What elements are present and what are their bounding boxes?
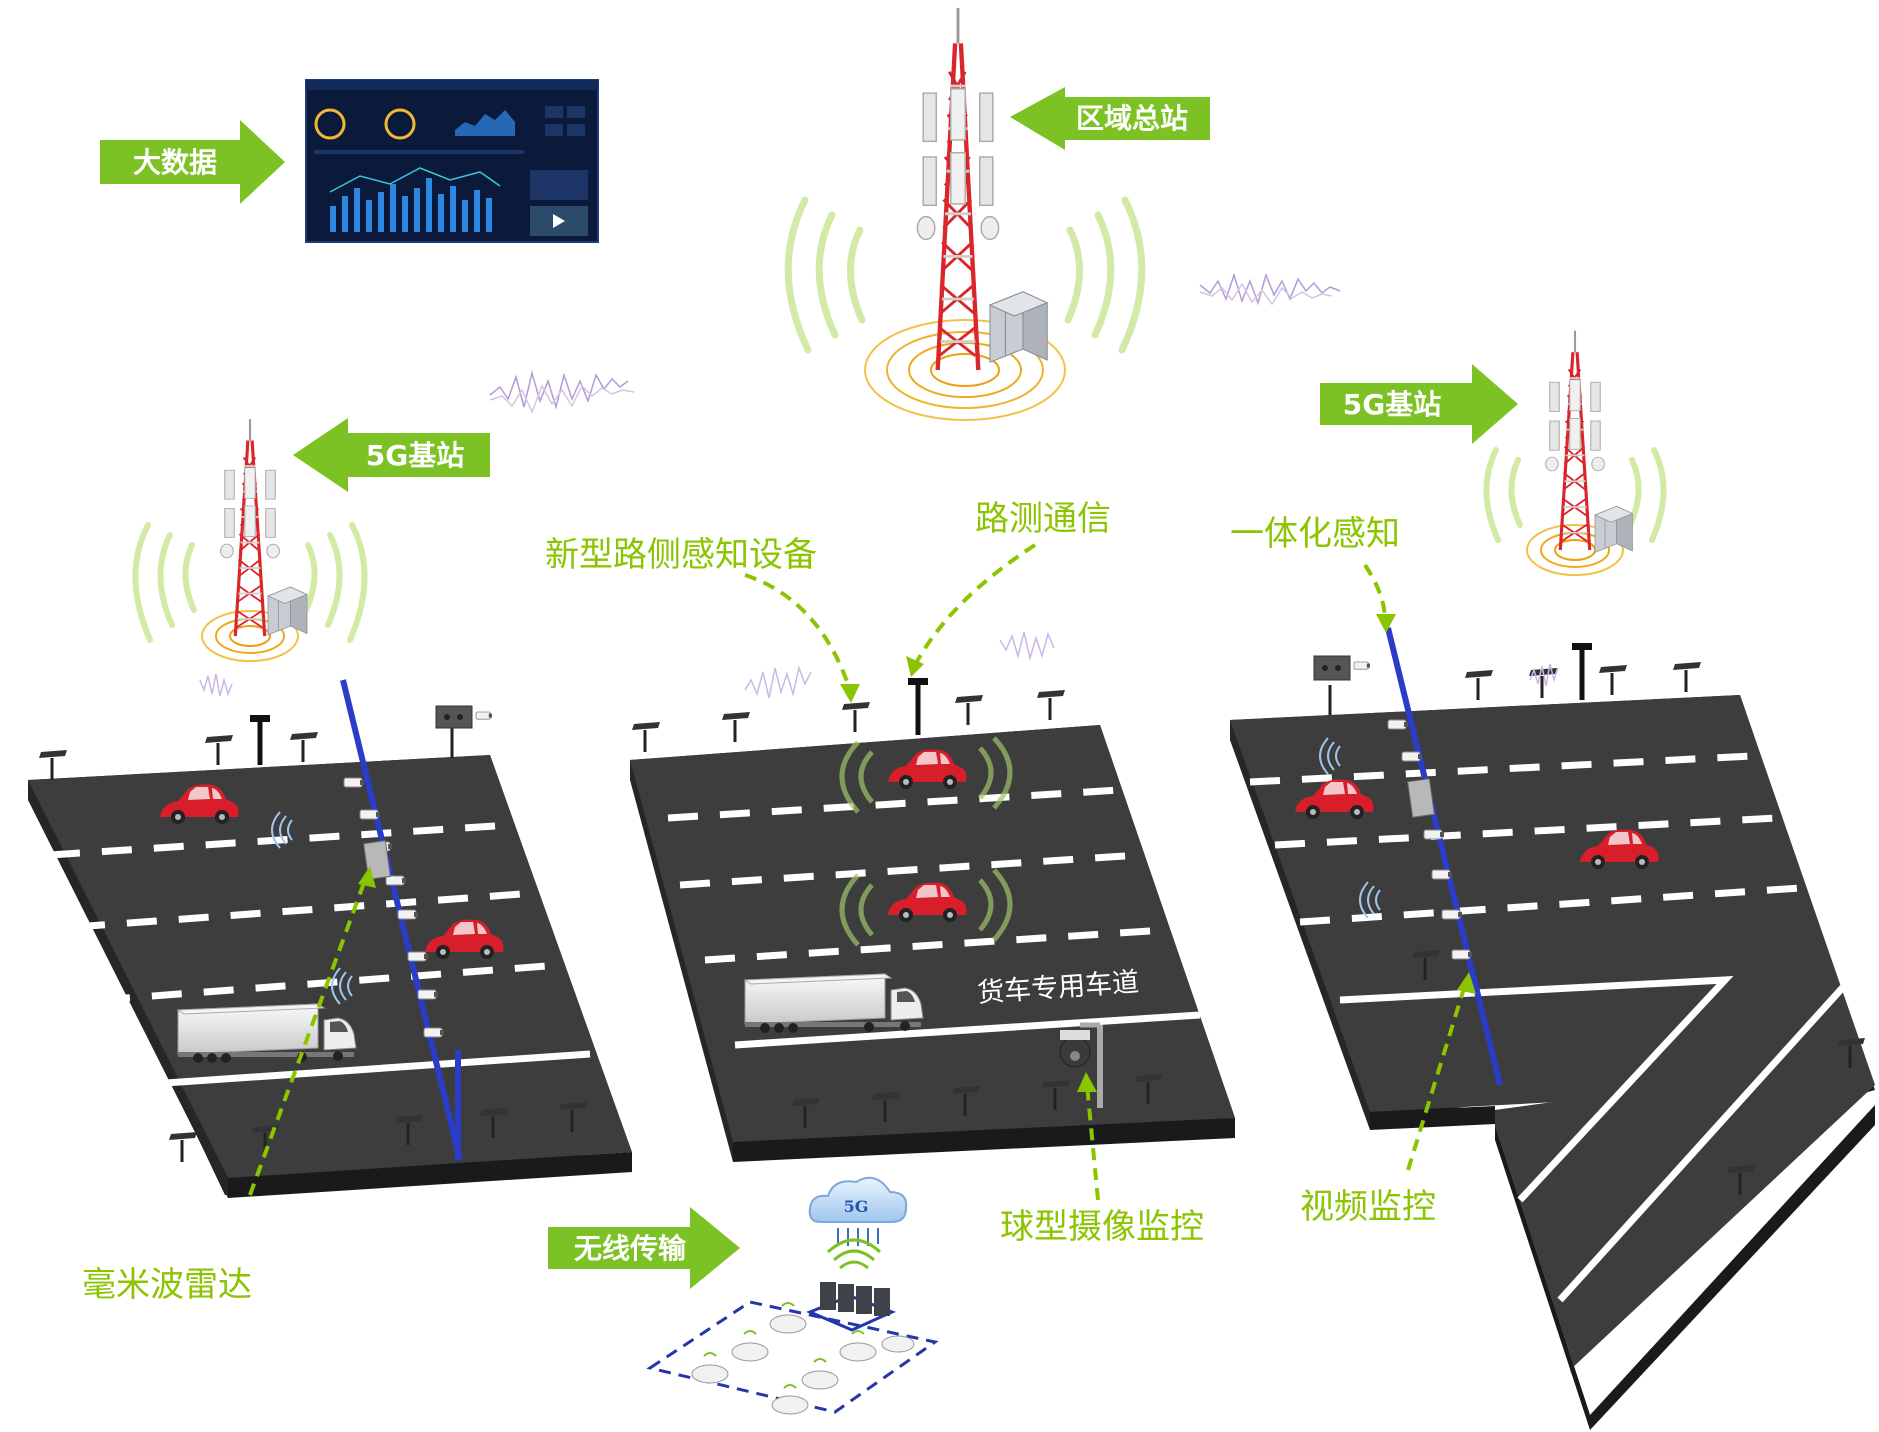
label-roadside-comm: 路测通信 bbox=[975, 499, 1111, 539]
svg-text:5G基站: 5G基站 bbox=[1343, 388, 1441, 421]
base-station-right bbox=[1483, 329, 1667, 576]
base-station-left bbox=[132, 417, 368, 697]
label-integrated-sensing: 一体化感知 bbox=[1230, 514, 1400, 554]
wireless-network: 5G bbox=[646, 1176, 939, 1415]
street-lamps-middle bbox=[630, 678, 1165, 1130]
label-dome-camera: 球型摄像监控 bbox=[1000, 1207, 1204, 1247]
regional-tower bbox=[784, 8, 1146, 421]
tag-regional-station: 区域总站 bbox=[1010, 87, 1210, 150]
cloud-icon: 5G bbox=[808, 1176, 908, 1246]
node-discs bbox=[691, 1314, 915, 1415]
dome-camera-icon bbox=[1059, 1022, 1103, 1108]
right-road-segment bbox=[1230, 627, 1875, 1430]
street-lamps-left bbox=[37, 715, 589, 1164]
svg-text:区域总站: 区域总站 bbox=[1076, 102, 1188, 135]
tag-base-station-left: 5G基站 bbox=[293, 418, 490, 492]
radar-wave-icon bbox=[271, 811, 353, 1005]
callout-arrows bbox=[248, 543, 1467, 1201]
radio-link-waves bbox=[489, 272, 1341, 414]
middle-road-segment: 货车专用车道 bbox=[630, 678, 1235, 1162]
svg-text:大数据: 大数据 bbox=[133, 146, 217, 179]
left-road-segment bbox=[28, 679, 632, 1198]
label-mmwave-radar: 毫米波雷达 bbox=[82, 1265, 252, 1305]
roadside-box-right bbox=[1313, 655, 1371, 715]
tag-base-station-right: 5G基站 bbox=[1320, 364, 1518, 444]
svg-text:无线传输: 无线传输 bbox=[574, 1232, 687, 1265]
wifi-icon bbox=[826, 1238, 882, 1270]
street-lamps-right bbox=[1410, 643, 1867, 1197]
tag-wireless: 无线传输 bbox=[548, 1207, 740, 1289]
callout-arrowheads bbox=[358, 614, 1476, 1092]
svg-text:5G基站: 5G基站 bbox=[366, 439, 464, 472]
cabinet-icon bbox=[989, 291, 1048, 363]
tag-big-data: 大数据 bbox=[100, 120, 285, 204]
label-new-roadside-devices: 新型路侧感知设备 bbox=[545, 535, 817, 575]
server-icon bbox=[820, 1282, 890, 1316]
big-data-dashboard bbox=[305, 79, 599, 243]
signal-wave-icon bbox=[744, 631, 1559, 699]
antenna-tower-icon bbox=[917, 8, 998, 370]
signal-wave-icon bbox=[784, 196, 1146, 354]
svg-text:5G: 5G bbox=[844, 1197, 869, 1216]
roadside-box-left bbox=[435, 705, 493, 758]
label-video-monitor: 视频监控 bbox=[1300, 1187, 1436, 1227]
radar-wave-icon bbox=[1319, 737, 1381, 919]
sensor-pole-left bbox=[340, 679, 463, 1161]
sensor-pole-right bbox=[1385, 627, 1503, 1086]
